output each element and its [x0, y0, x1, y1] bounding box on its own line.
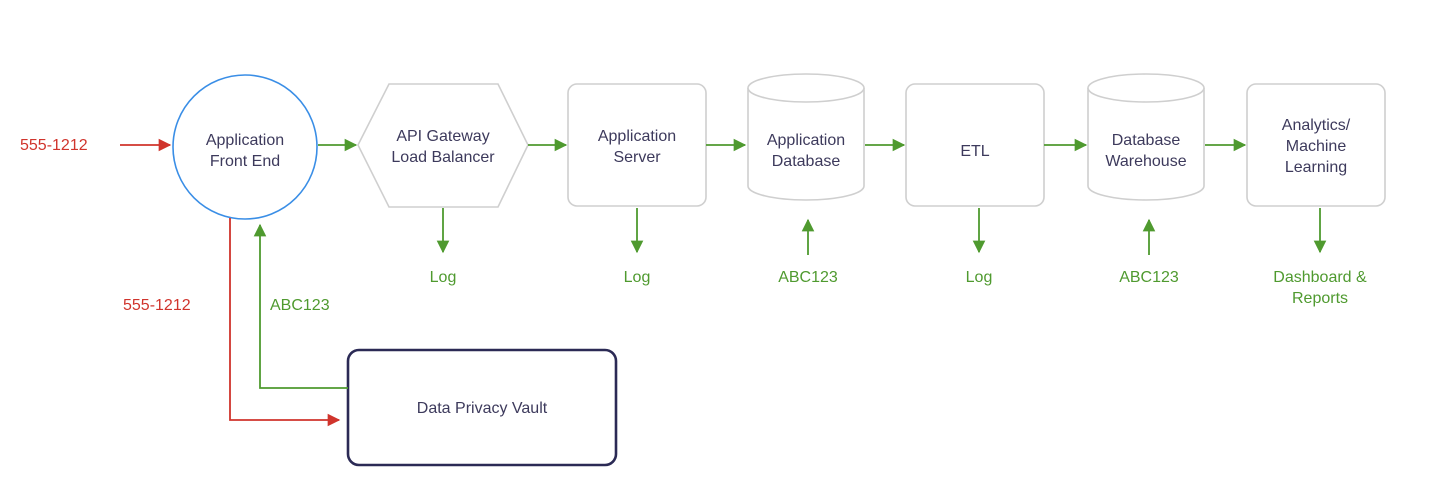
node-application-server: Application Server [567, 83, 707, 207]
app-db-cylinder-top [747, 73, 865, 103]
app-db-label-line2: Database [772, 153, 841, 170]
from-vault-token-label: ABC123 [270, 297, 330, 314]
vault-box [346, 348, 618, 467]
app-db-label-line1: Application [767, 132, 845, 149]
node-database-warehouse: Database Warehouse [1087, 73, 1205, 201]
edge-vault-to-front-end: ABC123 [253, 223, 348, 389]
edge-input-to-front-end: 555-1212 [20, 137, 172, 154]
edge-analytics-dashboard: Dashboard & Reports [1273, 208, 1367, 307]
edge-token-to-warehouse: ABC123 [1119, 218, 1179, 286]
node-etl: ETL [905, 83, 1045, 207]
warehouse-label-line2: Warehouse [1105, 153, 1186, 170]
to-vault-phone-label: 555-1212 [123, 297, 191, 314]
node-application-front-end: Application Front End [172, 74, 318, 220]
gateway-log-label: Log [430, 269, 457, 286]
from-vault-arrow [253, 223, 348, 389]
edge-gateway-log: Log [430, 208, 457, 286]
gateway-hexagon [357, 83, 529, 208]
app-server-box [567, 83, 707, 207]
front-end-label-line2: Front End [210, 153, 280, 170]
etl-log-label: Log [966, 269, 993, 286]
analytics-box [1246, 83, 1386, 207]
edge-front-end-to-vault: 555-1212 [123, 218, 341, 427]
front-end-label-line1: Application [206, 132, 284, 149]
warehouse-cylinder-body [1087, 88, 1205, 201]
warehouse-token-label: ABC123 [1119, 269, 1179, 286]
node-data-privacy-vault: Data Privacy Vault [346, 348, 618, 467]
analytics-label-line1: Analytics/ [1282, 117, 1351, 134]
edge-etl-log: Log [966, 208, 993, 286]
to-vault-arrow [229, 218, 341, 427]
edge-server-log: Log [624, 208, 651, 286]
vault-label: Data Privacy Vault [417, 400, 548, 417]
etl-label: ETL [960, 143, 989, 160]
app-db-cylinder-body [747, 88, 865, 201]
node-analytics: Analytics/ Machine Learning [1246, 83, 1386, 207]
dashboard-label-line2: Reports [1292, 290, 1348, 307]
server-log-label: Log [624, 269, 651, 286]
front-end-circle [172, 74, 318, 220]
node-api-gateway: API Gateway Load Balancer [357, 83, 529, 208]
dashboard-label-line1: Dashboard & [1273, 269, 1367, 286]
input-phone-label: 555-1212 [20, 137, 88, 154]
warehouse-cylinder-top [1087, 73, 1205, 103]
node-application-database: Application Database [747, 73, 865, 201]
warehouse-label-line1: Database [1112, 132, 1181, 149]
app-server-label-line2: Server [613, 149, 661, 166]
gateway-label-line2: Load Balancer [391, 149, 495, 166]
gateway-label-line1: API Gateway [396, 128, 489, 145]
app-server-label-line1: Application [598, 128, 676, 145]
analytics-label-line2: Machine [1286, 138, 1347, 155]
analytics-label-line3: Learning [1285, 159, 1347, 176]
app-db-token-label: ABC123 [778, 269, 838, 286]
edge-token-to-app-db: ABC123 [778, 218, 838, 286]
